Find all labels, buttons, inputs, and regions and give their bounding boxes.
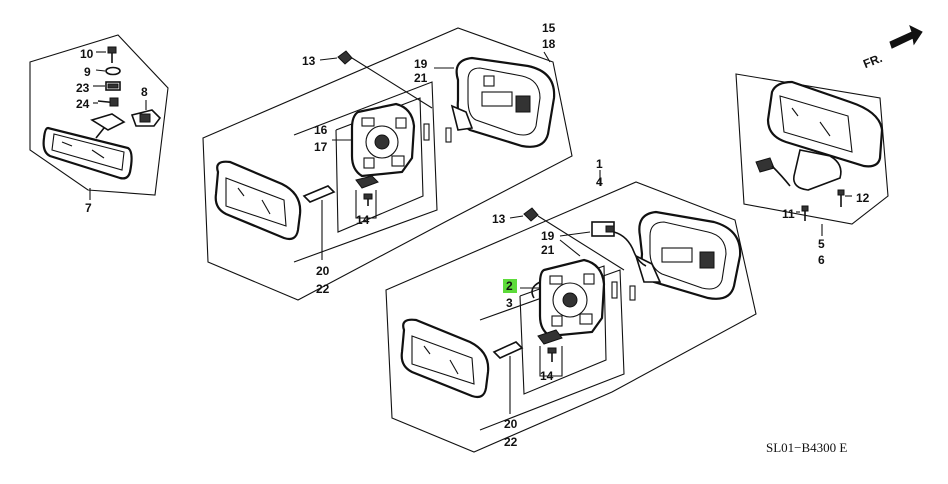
screw-part-10 [107,46,117,63]
bracket-part-23 [105,81,121,91]
lower-assembly-outline [385,181,757,453]
complete-mirror-assembly [755,80,884,191]
callout-3[interactable]: 3 [506,296,513,310]
diagram-code-label: SL01−B4300 E [766,440,847,455]
wire-harness-lower [591,221,647,267]
callout-18[interactable]: 18 [542,37,556,51]
mirror-glass-upper [214,160,302,241]
callout-14-upper[interactable]: 14 [356,213,370,227]
callout-8[interactable]: 8 [141,85,148,99]
mirror-stem [90,113,126,139]
callout-21-lower[interactable]: 21 [541,243,555,257]
mirror-actuator-part-16 [350,102,416,178]
callout-21-upper[interactable]: 21 [414,71,428,85]
nut-part-13-upper [337,50,353,65]
upper-subassembly-box [293,81,438,263]
upper-assembly-outline [202,27,573,301]
callout-19-lower[interactable]: 19 [541,229,555,243]
callout-20-lower[interactable]: 20 [504,417,518,431]
mirror-actuator-part-2 [531,258,606,338]
callout-13-lower[interactable]: 13 [492,212,506,226]
cover-part-8 [130,109,162,127]
pin-lower-b [629,285,636,301]
pin-upper-b [445,127,452,143]
clip-part-14-lower [537,329,563,362]
rearview-mirror-group [29,34,169,200]
highlight-box-callout-2 [503,279,517,293]
mirror-housing-part-19-lower [634,210,742,300]
callout-15[interactable]: 15 [542,21,556,35]
callout-11[interactable]: 11 [782,207,795,221]
lower-door-mirror-group [385,170,757,453]
screw-part-11 [801,205,809,221]
callout-7[interactable]: 7 [85,201,92,215]
callout-4[interactable]: 4 [596,175,603,189]
callout-12[interactable]: 12 [856,191,870,205]
callout-19-upper[interactable]: 19 [414,57,428,71]
callout-labels[interactable]: 10 9 23 24 8 7 13 19 21 15 18 16 17 14 2… [76,21,870,449]
clip-part-14-upper [355,175,379,206]
callout-22-upper[interactable]: 22 [316,282,330,296]
front-direction-arrow: FR. [861,25,923,71]
callout-9[interactable]: 9 [84,65,91,79]
callout-13-upper[interactable]: 13 [302,54,316,68]
callout-2[interactable]: 2 [506,279,513,293]
callout-22-lower[interactable]: 22 [504,435,518,449]
callout-5[interactable]: 5 [818,237,825,251]
callout-20-upper[interactable]: 20 [316,264,330,278]
rearview-mirror-part-7 [42,126,133,180]
pin-lower-a [611,281,618,299]
complete-mirror-outline [735,73,889,225]
cap-part-20-lower [492,341,524,359]
screw-part-24 [97,97,119,107]
complete-mirror-group [735,73,889,236]
callout-6[interactable]: 6 [818,253,825,267]
nut-part-13-lower [523,207,539,222]
callout-24[interactable]: 24 [76,97,90,111]
callout-10[interactable]: 10 [80,47,94,61]
pin-upper-a [423,123,430,141]
cap-part-20-upper [302,185,336,203]
callout-16[interactable]: 16 [314,123,328,137]
callout-1[interactable]: 1 [596,157,603,171]
callout-17[interactable]: 17 [314,140,328,154]
mirror-glass-lower [400,318,490,399]
mirror-housing-part-19-upper [450,56,556,148]
callout-23[interactable]: 23 [76,81,90,95]
fr-label: FR. [861,51,884,71]
rearview-group-outline [29,34,169,196]
upper-door-mirror-group [202,27,573,301]
callout-14-lower[interactable]: 14 [540,369,554,383]
screw-part-12 [837,189,845,207]
washer-part-9 [105,66,121,76]
